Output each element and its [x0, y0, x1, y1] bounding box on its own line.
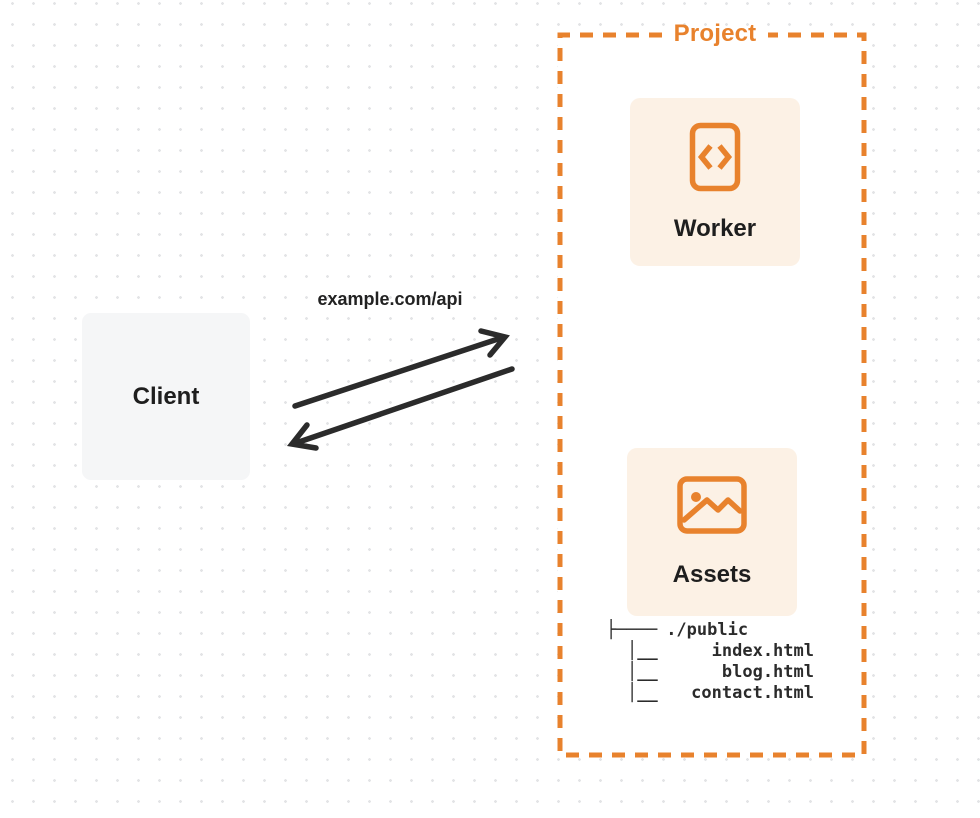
- tree-file-name: contact.html: [691, 683, 814, 703]
- tree-root-branch-glyph: ├────: [606, 620, 658, 640]
- request-arrow-shaft: [292, 335, 504, 409]
- tree-file-row: │__ blog.html: [606, 662, 814, 683]
- request-arrowhead: [478, 328, 510, 358]
- project-boundary-label: Project: [673, 20, 757, 47]
- tree-branch-glyph: │__: [627, 662, 658, 682]
- file-tree: ├──── ./public │__ index.html │__ blog.h…: [606, 620, 814, 704]
- code-file-icon: [689, 122, 741, 197]
- assets-node: Assets: [627, 448, 797, 616]
- tree-branch-glyph: │__: [627, 683, 658, 703]
- tree-file-row: │__ contact.html: [606, 683, 814, 704]
- tree-file-row: │__ index.html: [606, 641, 814, 662]
- request-url-label: example.com/api: [317, 289, 463, 309]
- worker-label: Worker: [673, 214, 757, 242]
- worker-node: Worker: [630, 98, 800, 266]
- assets-label: Assets: [672, 560, 752, 588]
- image-icon: [677, 475, 747, 539]
- project-dashed-border: [557, 32, 867, 758]
- tree-file-name: blog.html: [721, 662, 814, 682]
- tree-root-row: ├──── ./public: [606, 620, 814, 641]
- client-node: Client: [82, 313, 250, 480]
- request-arrow: [292, 328, 510, 409]
- response-arrow: [286, 366, 515, 451]
- tree-branch-glyph: │__: [627, 641, 658, 661]
- tree-root-dir: ./public: [666, 620, 749, 640]
- client-label: Client: [132, 382, 200, 410]
- tree-file-name: index.html: [711, 641, 814, 661]
- response-arrow-shaft: [293, 366, 515, 446]
- response-arrowhead: [286, 422, 319, 451]
